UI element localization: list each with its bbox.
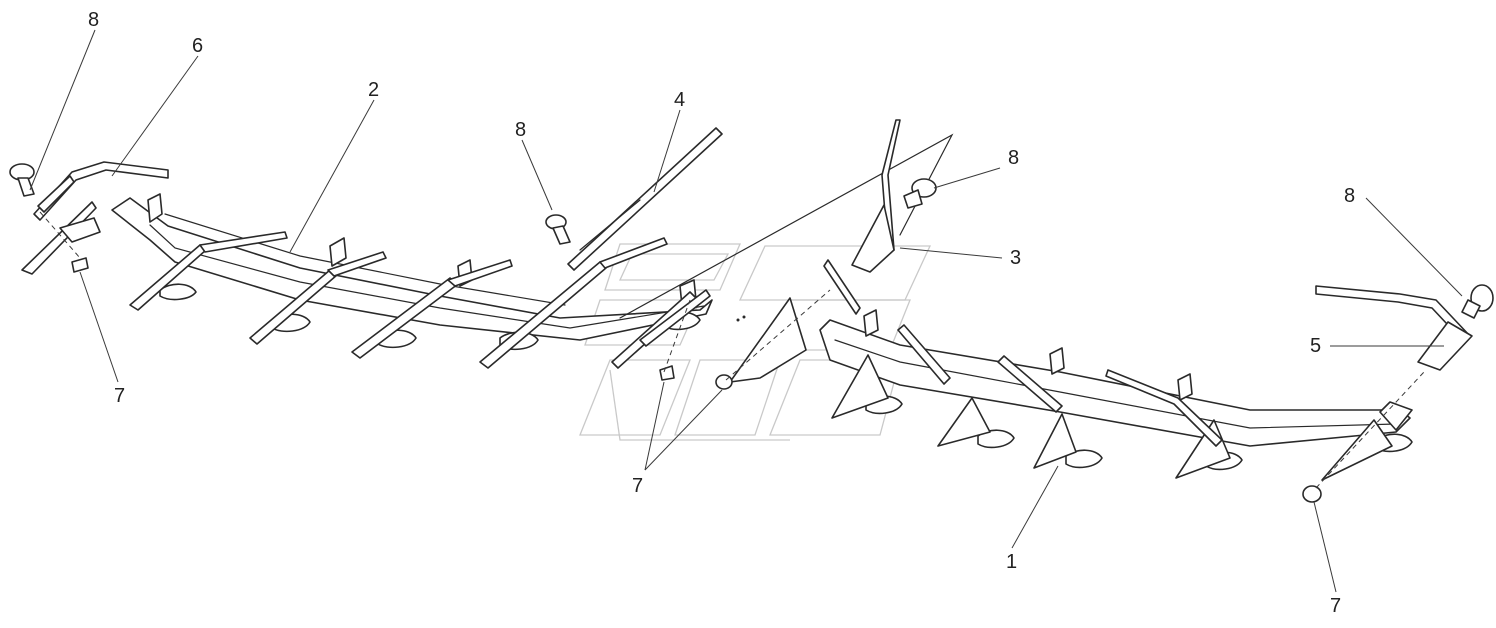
callout-8-left: 8 xyxy=(88,9,99,31)
callout-5: 5 xyxy=(1310,335,1321,357)
center-bracket-part-3 xyxy=(619,119,954,383)
left-rake-frame xyxy=(21,161,713,369)
rod-part-5 xyxy=(1315,285,1473,371)
bolt-center xyxy=(903,178,937,209)
assembly-dash-lines xyxy=(39,211,1425,489)
callout-labels: 8 6 2 4 8 8 3 8 5 7 7 1 7 xyxy=(88,9,1355,617)
bolt-middle xyxy=(545,214,571,245)
callout-6: 6 xyxy=(192,35,203,57)
callout-2: 2 xyxy=(368,79,379,101)
callout-8-right: 8 xyxy=(1344,185,1355,207)
callout-7-middle: 7 xyxy=(632,475,643,497)
callout-3: 3 xyxy=(1010,247,1021,269)
right-rake-frame xyxy=(819,309,1413,481)
callout-1: 1 xyxy=(1006,551,1017,573)
bolt-left xyxy=(9,163,35,197)
nut-left xyxy=(71,257,89,273)
nut-right xyxy=(1302,485,1322,503)
callout-8-middle: 8 xyxy=(515,119,526,141)
callout-4: 4 xyxy=(674,89,685,111)
small-dots xyxy=(736,315,746,322)
rod-part-4 xyxy=(567,127,723,271)
callout-7-left: 7 xyxy=(114,385,125,407)
callout-7-right: 7 xyxy=(1330,595,1341,617)
callout-8-center: 8 xyxy=(1008,147,1019,169)
bolt-right xyxy=(1461,284,1494,319)
leader-lines xyxy=(29,29,1463,593)
nut-middle xyxy=(659,365,675,381)
